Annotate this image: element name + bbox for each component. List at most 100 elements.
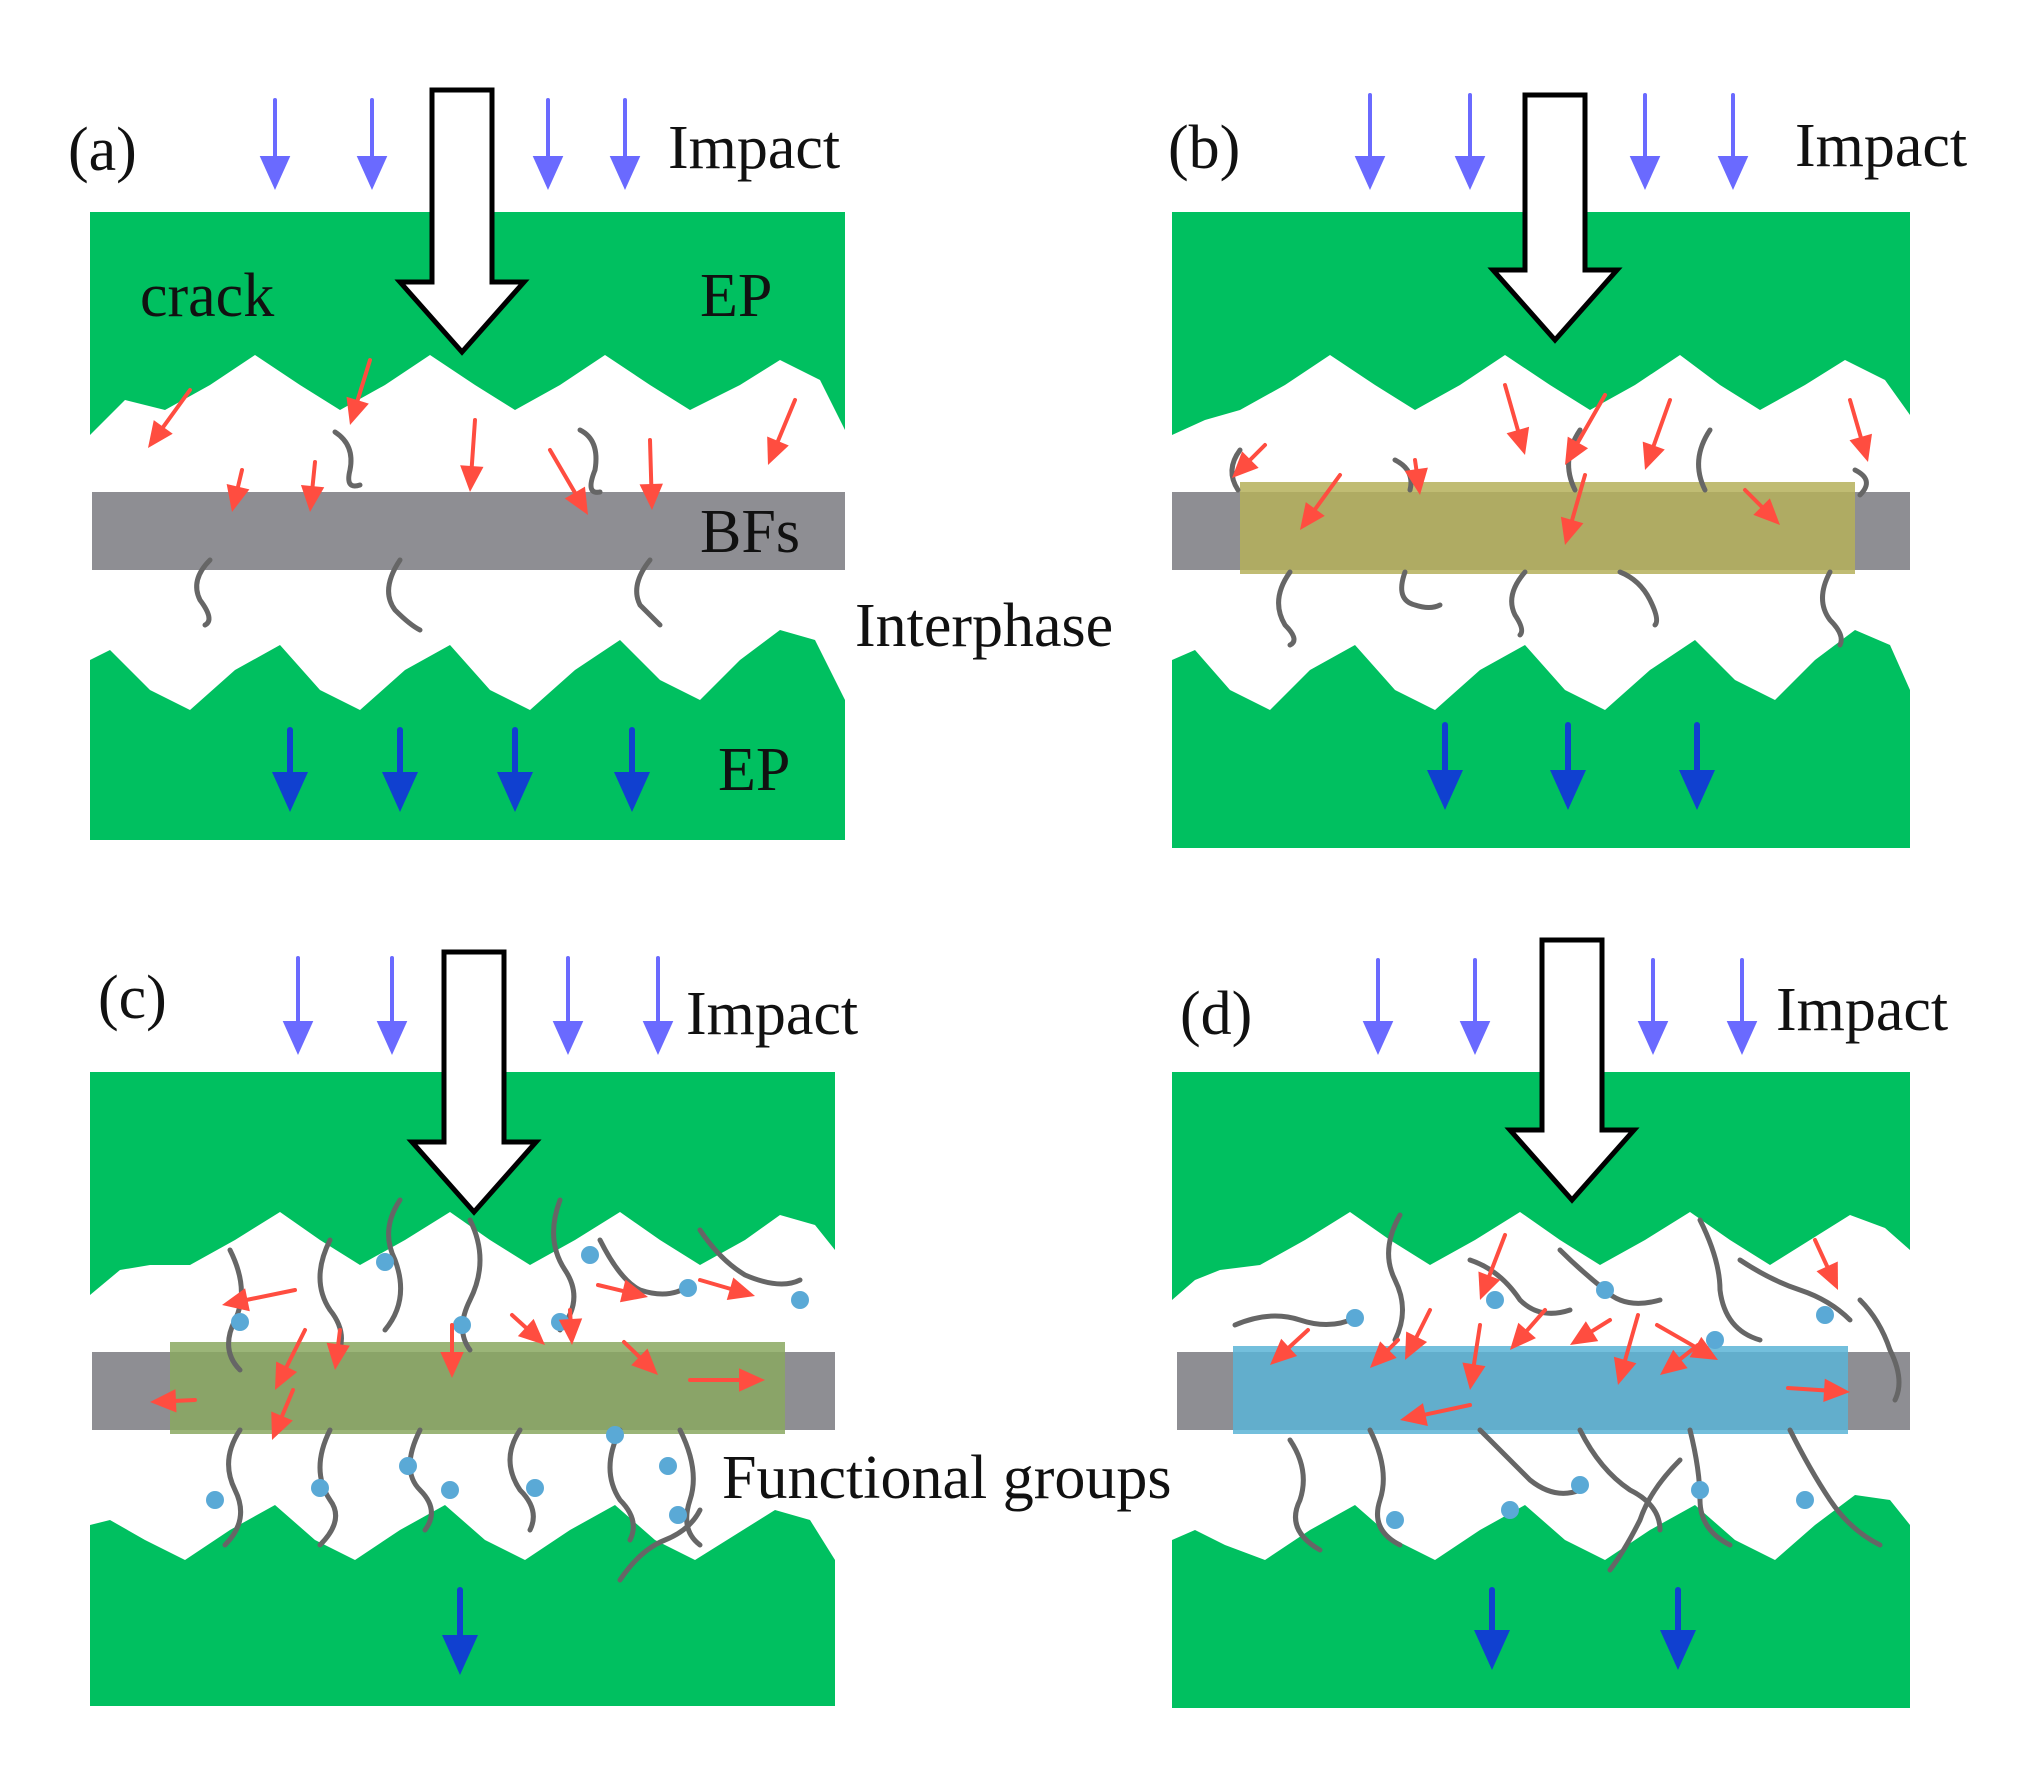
stress-arrow	[1848, 398, 1872, 462]
functional-group-node	[231, 1313, 249, 1331]
arrow-shaft	[1651, 398, 1672, 448]
arrow-shaft	[1655, 1323, 1698, 1350]
stress-arrow	[150, 1389, 197, 1413]
panel-d: (d) Impact	[1172, 976, 1948, 1708]
stress-arrow	[222, 1288, 297, 1312]
arrow-shaft	[596, 1283, 625, 1293]
stress-arrow	[558, 1308, 583, 1345]
down-arrow	[614, 727, 650, 812]
stress-arrow	[148, 388, 192, 448]
chain-group	[1229, 427, 1869, 648]
stress-arrow	[1743, 488, 1780, 525]
stress-arrow	[596, 1279, 648, 1303]
stress-arrow	[698, 1277, 755, 1300]
arrow-shaft	[310, 460, 317, 489]
functional-group-markers	[1346, 1281, 1834, 1529]
functional-groups-label: Functional groups	[722, 1444, 1171, 1512]
stress-arrow	[275, 1328, 307, 1390]
functional-group-node	[376, 1253, 394, 1271]
epoxy-top-block	[1172, 1072, 1910, 1300]
arrow-head	[1405, 1331, 1428, 1360]
arrow-shaft	[1248, 443, 1267, 462]
arrow-shaft	[236, 468, 244, 489]
arrow-shaft	[1575, 393, 1607, 445]
down-arrow	[382, 727, 418, 812]
arrow-shaft	[280, 1388, 295, 1419]
stress-arrow	[1370, 1338, 1400, 1368]
arrow-head	[614, 772, 650, 812]
arrow-shaft	[1471, 1323, 1482, 1367]
small-impact-arrow	[1726, 958, 1758, 1055]
arrow-head	[631, 1348, 658, 1375]
arrow-head	[148, 420, 173, 448]
small-impact-arrow	[642, 956, 674, 1055]
functional-group-node	[1486, 1291, 1504, 1309]
stress-arrow	[1642, 398, 1672, 470]
down-arrow	[1550, 722, 1586, 810]
functional-group-node	[1816, 1306, 1834, 1324]
arrow-head	[346, 396, 369, 425]
big-impact-arrow	[406, 949, 542, 1216]
stress-arrow	[1232, 443, 1267, 478]
arrow-shaft	[336, 1328, 342, 1347]
chain-group	[1232, 1212, 1902, 1573]
arrow-head	[497, 772, 533, 812]
arrow-shaft	[469, 418, 477, 469]
stress-arrow	[510, 1313, 545, 1345]
arrow-head	[1354, 156, 1386, 190]
arrow-shaft	[1423, 1403, 1472, 1417]
stress-arrow	[460, 418, 484, 492]
arrow-head	[1550, 770, 1586, 810]
arrow-head	[1427, 770, 1463, 810]
arrow-head	[1629, 156, 1661, 190]
arrow-head	[356, 156, 388, 190]
stress-arrow	[1510, 1308, 1547, 1350]
functional-group-node	[1596, 1281, 1614, 1299]
arrow-head	[1637, 1021, 1669, 1055]
arrow-head	[558, 1318, 583, 1345]
arrow-shaft	[1570, 473, 1587, 523]
arrow-head	[1726, 1021, 1758, 1055]
arrow-head	[1404, 467, 1428, 495]
stress-arrow	[1478, 1233, 1507, 1300]
arrow-head	[300, 484, 325, 512]
arrow-head	[1642, 441, 1665, 470]
small-impact-arrow	[1637, 958, 1669, 1055]
arrow-shaft	[1413, 458, 1419, 472]
arrow-shaft	[775, 398, 797, 443]
functional-group-node	[581, 1246, 599, 1264]
small-impact-arrow	[552, 956, 584, 1055]
functional-group-node	[311, 1479, 329, 1497]
epoxy-bottom-block	[1172, 1495, 1910, 1708]
down-arrow	[1474, 1587, 1510, 1670]
functional-group-node	[1796, 1491, 1814, 1509]
big-impact-arrow	[394, 87, 530, 356]
arrow-head	[1232, 451, 1259, 478]
arrow-shaft	[1590, 1318, 1612, 1334]
arrow-shaft	[1487, 1233, 1507, 1278]
arrow-head	[1478, 1271, 1501, 1300]
arrow-head	[552, 1021, 584, 1055]
functional-group-node	[453, 1316, 471, 1334]
arrow-head	[272, 772, 308, 812]
arrow-shaft	[1623, 1313, 1640, 1363]
arrow-head	[1370, 1341, 1397, 1368]
stress-arrow	[1570, 1318, 1612, 1345]
arrow-head	[517, 1318, 545, 1345]
functional-group-node	[206, 1491, 224, 1509]
functional-group-node	[1691, 1481, 1709, 1499]
down-arrow	[1679, 722, 1715, 810]
arrow-head	[1717, 156, 1749, 190]
stress-arrow	[1613, 1313, 1640, 1385]
down-arrows	[272, 722, 1715, 1675]
chain-group	[222, 1197, 803, 1583]
functional-group-node	[1501, 1501, 1519, 1519]
arrow-head	[1459, 1021, 1491, 1055]
panel-b: (b) Impact	[1168, 112, 1967, 848]
arrow-shaft	[355, 358, 372, 403]
big-impact-arrow	[1487, 92, 1623, 344]
arrow-head	[150, 1389, 177, 1413]
arrow-head	[440, 1352, 464, 1378]
functional-group-node	[1706, 1331, 1724, 1349]
stress-arrow	[622, 1340, 658, 1375]
